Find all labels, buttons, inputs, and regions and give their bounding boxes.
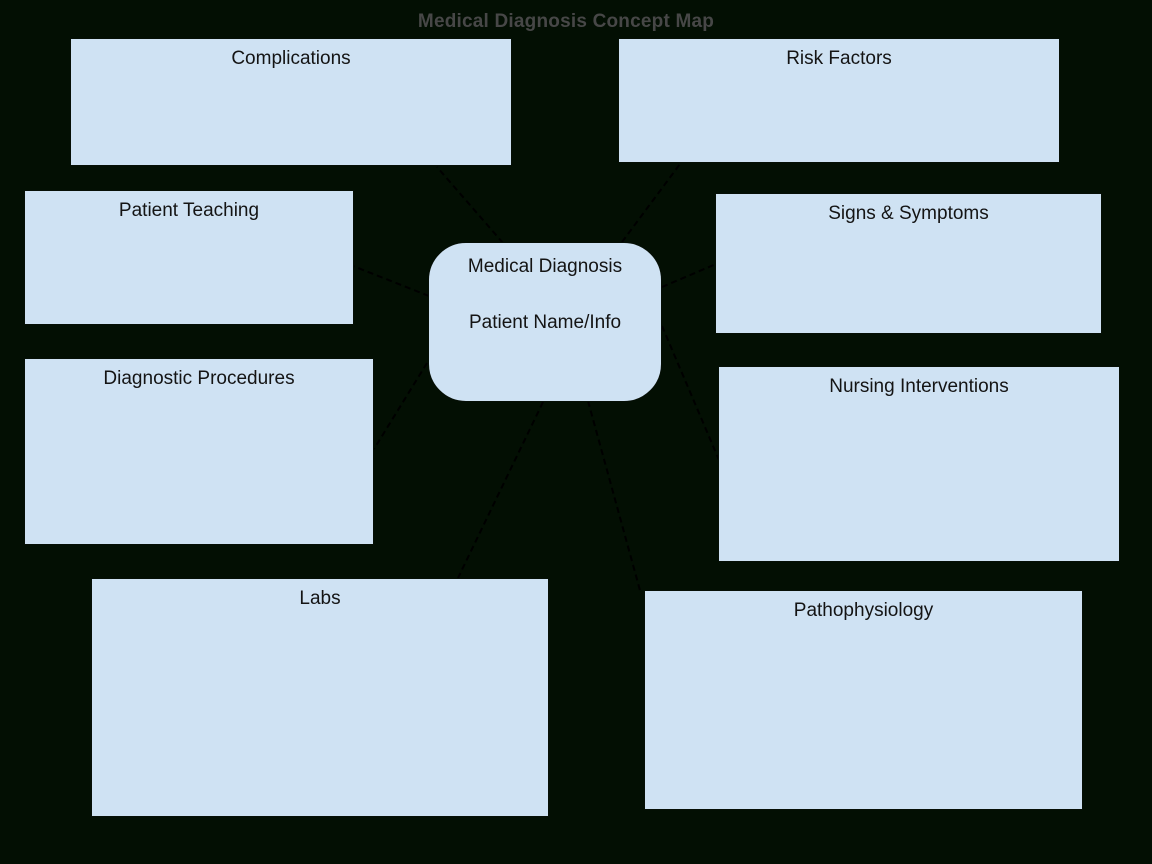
connector-pathophysiology [587, 400, 642, 595]
connector-patient-teaching [352, 265, 430, 297]
connector-diagnostic-procedures [373, 362, 428, 450]
node-risk-factors-label: Risk Factors [786, 48, 892, 69]
node-complications-label: Complications [231, 48, 351, 69]
node-signs-symptoms: Signs & Symptoms [715, 193, 1102, 334]
node-diagnostic-procedures: Diagnostic Procedures [24, 358, 374, 545]
center-node-subtitle: Patient Name/Info [468, 312, 622, 333]
node-nursing-interventions-label: Nursing Interventions [829, 376, 1009, 397]
node-patient-teaching: Patient Teaching [24, 190, 354, 325]
map-title: Medical Diagnosis Concept Map [417, 11, 715, 32]
node-nursing-interventions: Nursing Interventions [718, 366, 1120, 562]
connector-nursing-interventions [661, 325, 720, 461]
node-diagnostic-procedures-label: Diagnostic Procedures [103, 368, 295, 389]
node-risk-factors: Risk Factors [618, 38, 1060, 163]
node-pathophysiology: Pathophysiology [644, 590, 1083, 810]
center-node-medical-diagnosis: Medical Diagnosis Patient Name/Info [428, 242, 662, 402]
node-complications: Complications [70, 38, 512, 166]
connector-complications [436, 166, 504, 244]
node-labs: Labs [91, 578, 549, 817]
connector-labs [457, 401, 544, 579]
node-patient-teaching-label: Patient Teaching [118, 200, 260, 221]
node-signs-symptoms-label: Signs & Symptoms [828, 203, 989, 224]
node-labs-label: Labs [299, 588, 341, 609]
connector-risk-factors [621, 163, 681, 243]
connector-signs-symptoms [661, 263, 717, 288]
center-node-title: Medical Diagnosis [467, 256, 623, 277]
node-pathophysiology-label: Pathophysiology [793, 600, 934, 621]
